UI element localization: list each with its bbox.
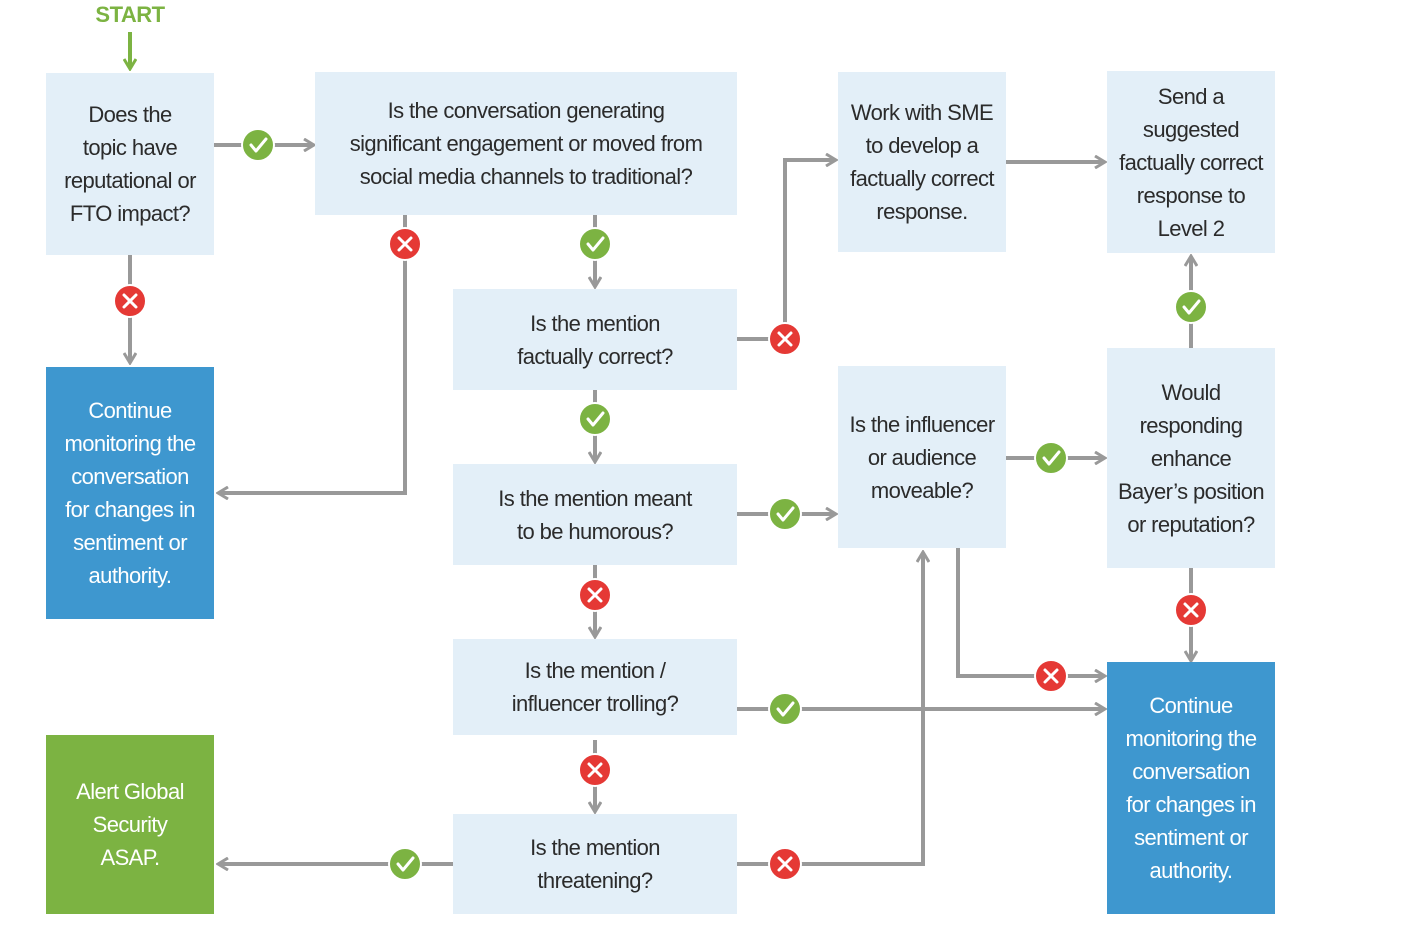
check-icon (768, 497, 802, 531)
check-icon (578, 402, 612, 436)
node-continue-monitoring-left-text: Continue monitoring the conversation for… (64, 398, 196, 588)
check-icon (388, 847, 422, 881)
node-continue-monitoring-right-text: Continue monitoring the conversation for… (1125, 693, 1257, 883)
node-would-responding: Would responding enhance Bayer’s positio… (1107, 348, 1275, 568)
node-factually-correct-text: Is the mention factually correct? (517, 310, 673, 369)
node-alert-security: Alert Global Security ASAP. (46, 735, 214, 914)
start-label: START (95, 2, 165, 27)
node-would-responding-text: Would responding enhance Bayer’s positio… (1117, 379, 1265, 537)
connector-engagement-to-continue (219, 215, 407, 493)
node-trolling-text: Is the mention / influencer trolling? (511, 658, 679, 716)
node-engagement: Is the conversation generating significa… (315, 72, 737, 215)
cross-icon (578, 753, 612, 787)
check-icon (578, 227, 612, 261)
check-icon (241, 128, 275, 162)
node-threatening-text: Is the mention threatening? (530, 835, 660, 893)
node-threatening: Is the mention threatening? (453, 814, 737, 914)
cross-icon (578, 578, 612, 612)
node-continue-monitoring-left: Continue monitoring the conversation for… (46, 367, 214, 619)
node-trolling: Is the mention / influencer trolling? (453, 639, 737, 735)
node-influencer-moveable: Is the influencer or audience moveable? (838, 366, 1006, 548)
node-continue-monitoring-right: Continue monitoring the conversation for… (1107, 662, 1275, 914)
node-humorous: Is the mention meant to be humorous? (453, 464, 737, 565)
node-send-response-text: Send a suggested factually correct respo… (1119, 83, 1263, 241)
connector-factual-to-sme (737, 160, 835, 341)
cross-icon (388, 227, 422, 261)
node-send-response: Send a suggested factually correct respo… (1107, 71, 1275, 253)
node-engagement-text: Is the conversation generating significa… (349, 98, 703, 189)
node-work-with-sme-text: Work with SME to develop a factually cor… (850, 100, 994, 224)
node-work-with-sme: Work with SME to develop a factually cor… (838, 72, 1006, 252)
node-topic-impact: Does the topic have reputational or FTO … (46, 73, 214, 255)
cross-icon (113, 284, 147, 318)
node-factually-correct: Is the mention factually correct? (453, 289, 737, 390)
node-humorous-text: Is the mention meant to be humorous? (498, 485, 692, 544)
cross-icon (1174, 593, 1208, 627)
cross-icon (768, 322, 802, 356)
node-alert-security-text: Alert Global Security ASAP. (76, 779, 184, 870)
node-influencer-moveable-text: Is the influencer or audience moveable? (849, 411, 995, 503)
cross-icon (1034, 659, 1068, 693)
connector-moveable-to-continue (956, 548, 1104, 676)
cross-icon (768, 847, 802, 881)
node-topic-impact-text: Does the topic have reputational or FTO … (64, 102, 196, 226)
check-icon (1034, 441, 1068, 475)
check-icon (768, 692, 802, 726)
check-icon (1174, 290, 1208, 324)
